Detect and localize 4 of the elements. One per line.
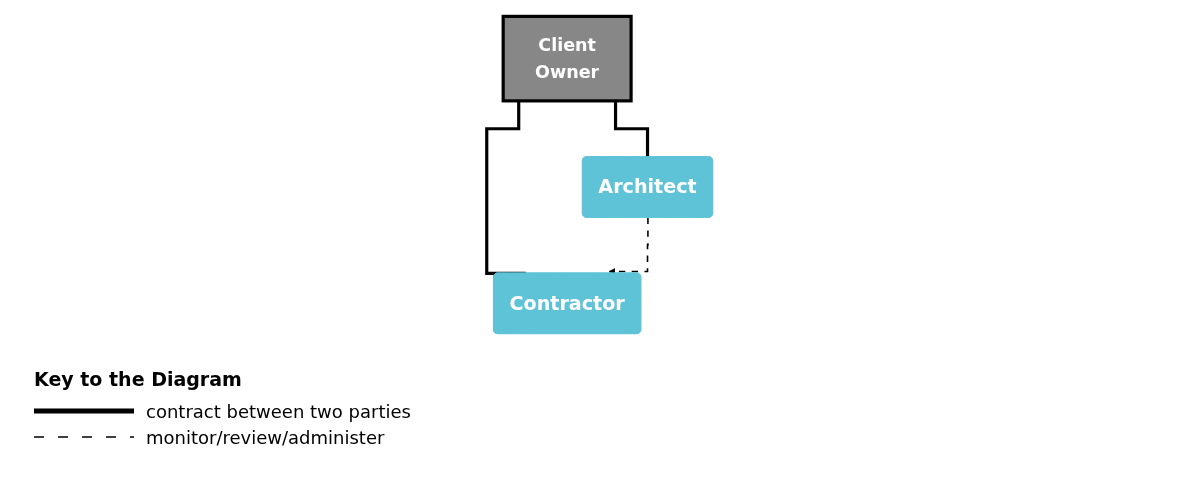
- legend-label: contract between two parties: [146, 400, 411, 422]
- node-box: Client Owner: [501, 14, 633, 103]
- legend-label: monitor/review/administer: [146, 426, 385, 448]
- legend-title: Key to the Diagram: [34, 368, 242, 390]
